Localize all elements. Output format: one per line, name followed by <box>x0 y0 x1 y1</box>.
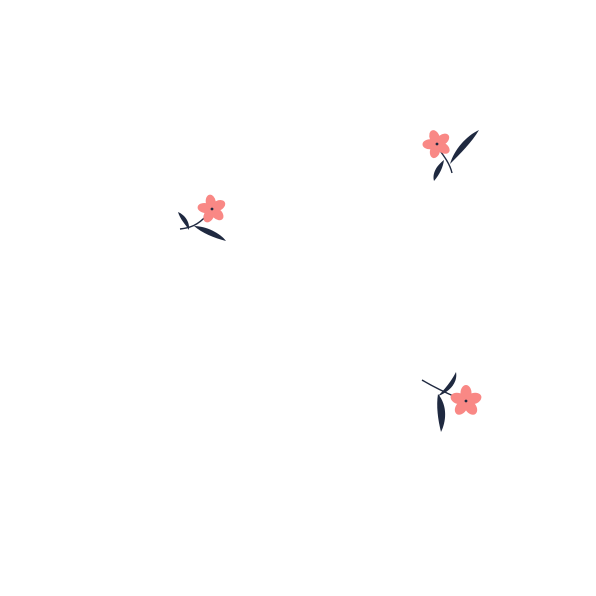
leaf <box>437 394 446 432</box>
stem-group <box>421 372 459 432</box>
flower-sprig-icon <box>178 194 226 241</box>
leaf <box>178 212 190 230</box>
leaf <box>450 130 479 164</box>
leaf <box>194 226 226 241</box>
blossom <box>197 194 226 223</box>
flower-sprig-icon <box>422 130 479 181</box>
flower-center <box>464 399 468 403</box>
petal <box>450 392 467 405</box>
flower-sprig-icon <box>421 372 482 432</box>
flower-center <box>210 207 214 211</box>
flower-center <box>435 142 439 146</box>
blossom <box>422 130 450 159</box>
petal <box>197 202 213 214</box>
blossom <box>450 385 482 415</box>
leaf <box>433 160 444 181</box>
leaf <box>438 372 457 396</box>
petal <box>422 139 438 150</box>
